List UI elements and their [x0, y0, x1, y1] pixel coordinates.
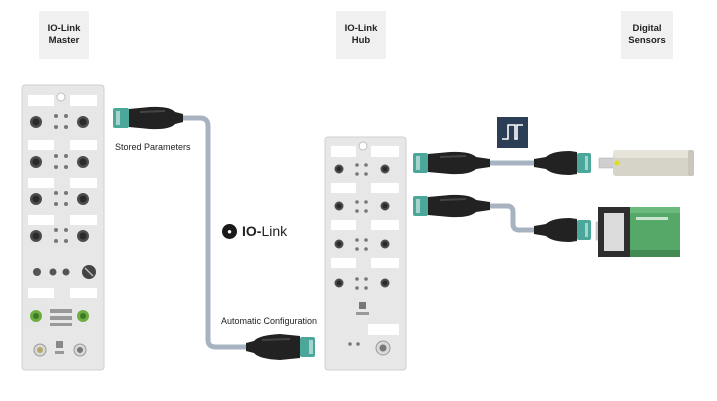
connector-hub-in — [246, 334, 315, 360]
master-power-ports — [33, 341, 87, 357]
connector-master-out — [113, 106, 183, 130]
master-port-row-4 — [30, 228, 89, 243]
master-rotary-switches — [33, 265, 96, 279]
connector-sensor-in-2 — [534, 218, 591, 242]
connector-hub-out-1 — [413, 151, 490, 175]
hub-port-row-4 — [334, 277, 390, 290]
header-digital-sensors-text: Digital Sensors — [628, 22, 666, 46]
connector-hub-out-2 — [413, 194, 490, 218]
io-link-master-device — [21, 84, 105, 371]
io-link-hub-device — [324, 136, 407, 371]
cable-master-to-hub — [180, 115, 249, 350]
photoelectric-sensor-icon — [595, 207, 680, 257]
connector-sensor-in-1 — [534, 151, 591, 175]
io-link-logo-icon: ● — [222, 223, 237, 239]
hub-port-row-1 — [334, 163, 390, 176]
digital-signal-icon — [497, 117, 528, 148]
header-io-link-master-text: IO-Link Master — [47, 22, 81, 46]
label-stored-parameters: Stored Parameters — [115, 142, 191, 152]
hub-port-row-2 — [334, 200, 390, 213]
header-io-link-hub-text: IO-Link Hub — [344, 22, 378, 46]
header-io-link-master: IO-Link Master — [39, 11, 89, 59]
label-automatic-configuration: Automatic Configuration — [221, 316, 318, 326]
master-ethernet-ports — [30, 309, 89, 326]
cable-hub-to-photoelectric-sensor — [487, 203, 537, 233]
header-io-link-hub: IO-Link Hub — [336, 11, 386, 59]
master-port-row-2 — [30, 154, 89, 169]
cylindrical-sensor-icon — [598, 150, 694, 176]
header-digital-sensors: Digital Sensors — [621, 11, 673, 59]
hub-port-row-3 — [334, 238, 390, 251]
io-link-logo: ● IO-Link — [222, 223, 287, 239]
master-port-row-1 — [30, 114, 89, 129]
io-link-logo-text: IO-Link — [242, 223, 288, 239]
hub-power-port — [348, 340, 391, 356]
master-port-row-3 — [30, 191, 89, 206]
